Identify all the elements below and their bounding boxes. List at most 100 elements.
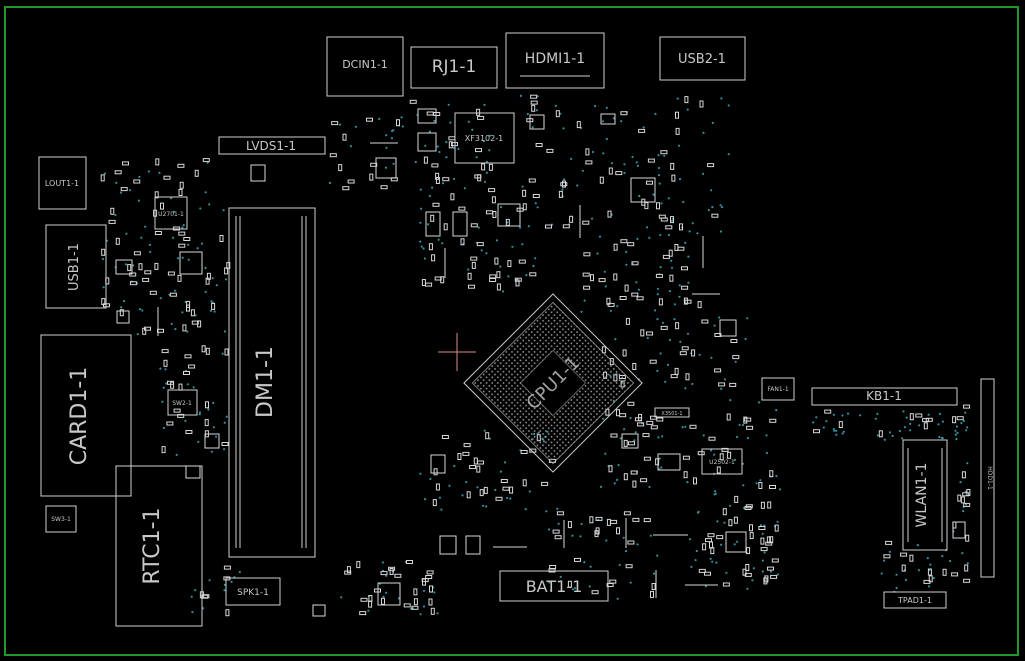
connector-tpad1[interactable]: TPAD1-1 bbox=[883, 591, 947, 609]
via bbox=[161, 400, 164, 403]
via bbox=[954, 433, 957, 436]
smd-pad bbox=[205, 277, 210, 285]
via bbox=[736, 435, 739, 439]
smd-pad bbox=[491, 196, 496, 204]
chip-xf3102[interactable]: XF3102-1 bbox=[454, 112, 515, 164]
via bbox=[658, 457, 661, 460]
smd-pad bbox=[476, 108, 481, 116]
connector-bat1[interactable]: BAT1-1 bbox=[499, 570, 609, 602]
card-reader-card1[interactable]: CARD1-1 bbox=[40, 334, 132, 497]
label-hdd: HDD1-1 bbox=[986, 466, 993, 490]
connector-kb1[interactable]: KB1-1 bbox=[811, 387, 958, 406]
smd-pad bbox=[554, 535, 562, 540]
smd-pad bbox=[646, 420, 654, 425]
via bbox=[691, 382, 694, 386]
smd-pad bbox=[184, 354, 192, 359]
label-hdmi: HDMI1-1 bbox=[525, 51, 585, 67]
smd-pad bbox=[660, 150, 668, 155]
smd-pad bbox=[448, 141, 453, 149]
chip-cpu1[interactable]: CPU1-1 bbox=[463, 293, 643, 473]
slot-wlan1[interactable]: WLAN1-1 bbox=[902, 439, 948, 551]
smd-pad bbox=[766, 536, 771, 544]
connector-hdmi[interactable]: HDMI1-1 bbox=[505, 32, 605, 89]
via bbox=[656, 554, 659, 557]
connector-usb1[interactable]: USB1-1 bbox=[45, 224, 107, 309]
connector-spk[interactable]: SPK1-1 bbox=[225, 577, 281, 606]
via bbox=[938, 412, 942, 415]
via bbox=[660, 202, 663, 205]
label-u2701: U2701-1 bbox=[158, 211, 184, 218]
smd-pad bbox=[369, 173, 374, 181]
smd-pad bbox=[900, 552, 908, 557]
via bbox=[125, 232, 128, 235]
via bbox=[613, 482, 616, 485]
smd-pad bbox=[714, 368, 722, 373]
smd-pad bbox=[767, 566, 774, 571]
via bbox=[385, 134, 388, 137]
switch-sw3[interactable]: SW3-1 bbox=[45, 505, 77, 533]
connector-lvds[interactable]: LVDS1-1 bbox=[218, 136, 326, 155]
connector-rj[interactable]: RJ1-1 bbox=[410, 46, 498, 89]
smd-pad bbox=[529, 272, 537, 277]
via bbox=[727, 153, 730, 156]
smd-pad bbox=[643, 456, 651, 461]
battery-rtc1[interactable]: RTC1-1 bbox=[115, 465, 203, 627]
smd-pad bbox=[474, 174, 482, 179]
via bbox=[138, 308, 142, 311]
via bbox=[499, 265, 502, 268]
crystal-x3501[interactable]: X3501-1 bbox=[654, 407, 690, 418]
via bbox=[670, 266, 674, 269]
smd-pad bbox=[689, 424, 697, 429]
connector-hdd1[interactable]: HDD1-1 bbox=[980, 378, 995, 578]
via bbox=[580, 310, 583, 313]
chip-u2701[interactable]: U2701-1 bbox=[154, 196, 188, 230]
via bbox=[696, 232, 699, 235]
smd-pad bbox=[359, 611, 367, 616]
via bbox=[536, 95, 539, 98]
smd-pad bbox=[182, 324, 187, 332]
via bbox=[721, 206, 724, 209]
chip-u2502[interactable]: U2502-1 bbox=[701, 448, 743, 475]
via bbox=[488, 437, 491, 440]
memory-slot-dm1[interactable]: DM1-1 bbox=[228, 207, 316, 558]
via bbox=[604, 452, 607, 455]
smd-pad bbox=[632, 363, 637, 370]
smd-pad bbox=[942, 568, 947, 576]
connector-lout[interactable]: LOUT1-1 bbox=[38, 156, 87, 210]
via bbox=[901, 437, 904, 440]
via bbox=[471, 128, 474, 131]
via bbox=[437, 238, 440, 241]
via bbox=[132, 264, 135, 267]
via bbox=[521, 243, 524, 246]
via bbox=[480, 249, 483, 252]
via bbox=[759, 524, 763, 527]
via bbox=[524, 508, 527, 511]
via bbox=[207, 408, 210, 411]
via bbox=[610, 162, 614, 165]
connector-dcin[interactable]: DCIN1-1 bbox=[326, 36, 404, 97]
smd-pad bbox=[204, 419, 209, 427]
via bbox=[158, 171, 161, 174]
via bbox=[966, 562, 969, 565]
label-lout: LOUT1-1 bbox=[45, 179, 79, 188]
via bbox=[419, 240, 422, 243]
via bbox=[605, 106, 608, 109]
via bbox=[206, 161, 209, 164]
smd-pad bbox=[722, 508, 727, 516]
via bbox=[710, 189, 713, 192]
smd-pad bbox=[951, 572, 959, 577]
connector-fan[interactable]: FAN1-1 bbox=[761, 377, 795, 401]
via bbox=[657, 436, 660, 439]
via bbox=[649, 534, 652, 537]
label-sw3: SW3-1 bbox=[51, 516, 71, 523]
smd-pad bbox=[624, 284, 629, 292]
smd-pad bbox=[637, 422, 645, 427]
switch-sw2[interactable]: SW2-1 bbox=[167, 389, 198, 416]
connector-usb2[interactable]: USB2-1 bbox=[659, 36, 746, 81]
smd-pad bbox=[450, 193, 455, 201]
smd-pad bbox=[682, 455, 690, 460]
smd-pad bbox=[598, 278, 606, 283]
via bbox=[528, 490, 531, 493]
